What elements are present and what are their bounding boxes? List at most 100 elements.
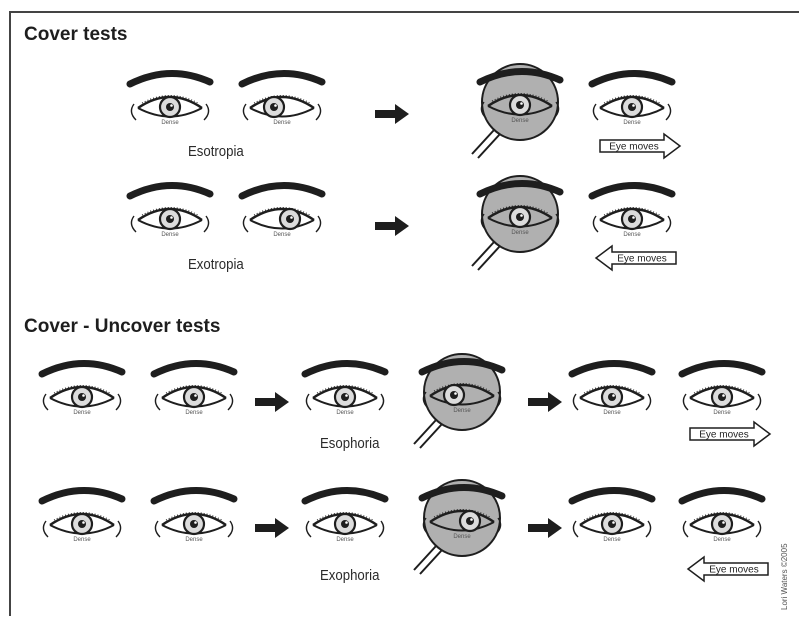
eye-label: Dense — [623, 120, 641, 126]
esophoria-left-eye: Dense — [154, 363, 234, 416]
pupil — [78, 393, 86, 401]
pupil-highlight — [82, 521, 85, 524]
pupil-highlight — [345, 394, 348, 397]
pupil — [166, 215, 174, 223]
pupil — [341, 520, 349, 528]
pupil-highlight — [470, 518, 473, 521]
pupil — [516, 101, 524, 109]
eye-label: Dense — [336, 410, 354, 416]
crease — [204, 216, 209, 232]
crease — [683, 521, 688, 537]
eyebrow — [130, 185, 210, 196]
pupil-highlight — [520, 214, 523, 217]
pupil — [166, 103, 174, 111]
pupil — [341, 393, 349, 401]
eye-label: Dense — [336, 537, 354, 543]
pupil — [628, 215, 636, 223]
crease — [316, 104, 321, 120]
eye-label: Dense — [453, 534, 471, 540]
eye-label: Dense — [511, 230, 529, 236]
pupil — [608, 393, 616, 401]
crease — [683, 394, 688, 410]
pupil-highlight — [82, 394, 85, 397]
crease — [43, 394, 48, 410]
pupil — [270, 103, 278, 111]
exophoria-arrow-2 — [528, 518, 562, 538]
crease — [228, 394, 233, 410]
occluder-handle — [420, 424, 442, 448]
crease — [131, 216, 136, 232]
crease — [666, 104, 671, 120]
eye-label: Dense — [73, 537, 91, 543]
crease — [243, 216, 248, 232]
pupil-highlight — [722, 394, 725, 397]
crease — [593, 104, 598, 120]
eye-label: Dense — [453, 408, 471, 414]
pupil — [608, 520, 616, 528]
pupil — [190, 393, 198, 401]
esophoria-right-eye-after: Dense — [572, 363, 652, 416]
crease — [306, 394, 311, 410]
crease — [43, 521, 48, 537]
eye-label: Dense — [185, 537, 203, 543]
crease — [243, 104, 248, 120]
pupil-highlight — [454, 392, 457, 395]
pupil-highlight — [520, 102, 523, 105]
pupil-highlight — [345, 521, 348, 524]
occluder-handle — [414, 420, 436, 444]
eyebrow — [592, 73, 672, 84]
pupil-highlight — [194, 521, 197, 524]
exophoria-left-eye: Dense — [154, 490, 234, 543]
eyebrow — [682, 363, 762, 374]
esotropia-uncovered-eye: Dense — [592, 73, 672, 126]
exophoria-right-eye: Dense — [42, 490, 122, 543]
esophoria-arrow-2 — [528, 392, 562, 412]
eye-label: Dense — [713, 410, 731, 416]
crease — [131, 104, 136, 120]
crease — [573, 521, 578, 537]
crease — [593, 216, 598, 232]
crease — [379, 394, 384, 410]
pupil-highlight — [612, 521, 615, 524]
eye-label: Dense — [623, 232, 641, 238]
eyebrow — [305, 363, 385, 374]
exophoria-eye-moves-left: Eye moves — [688, 557, 768, 581]
pupil-highlight — [274, 104, 277, 107]
occluder-handle — [478, 134, 500, 158]
eyebrow — [592, 185, 672, 196]
eye-moves-label: Eye moves — [699, 430, 748, 441]
esotropia-transition-arrow — [375, 104, 409, 124]
pupil — [78, 520, 86, 528]
esophoria-eye-moves-right: Eye moves — [690, 422, 770, 446]
pupil — [190, 520, 198, 528]
esophoria-arrow-1 — [255, 392, 289, 412]
pupil-highlight — [170, 216, 173, 219]
crease — [204, 104, 209, 120]
eyebrow — [242, 185, 322, 196]
eyebrow — [572, 490, 652, 501]
eyebrow — [42, 363, 122, 374]
eye-label: Dense — [511, 118, 529, 124]
crease — [306, 521, 311, 537]
eyebrow — [42, 490, 122, 501]
esotropia-eye-moves-right: Eye moves — [600, 134, 680, 158]
eye-label: Dense — [603, 410, 621, 416]
eyebrow — [154, 490, 234, 501]
pupil — [450, 391, 458, 399]
eyebrow — [242, 73, 322, 84]
pupil-highlight — [632, 216, 635, 219]
pupil-highlight — [290, 216, 293, 219]
exotropia-right-eye: Dense — [130, 185, 210, 238]
eye-label: Dense — [73, 410, 91, 416]
eye-moves-label: Eye moves — [617, 254, 666, 265]
eye-label: Dense — [713, 537, 731, 543]
pupil — [286, 215, 294, 223]
esophoria-left-eye-after: Dense — [682, 363, 762, 416]
eyebrow — [154, 363, 234, 374]
eyebrow — [305, 490, 385, 501]
esophoria-straight-eye: Dense — [305, 363, 385, 416]
exophoria-arrow-1 — [255, 518, 289, 538]
esotropia-left-eye-deviated-in: Dense — [242, 73, 322, 126]
crease — [646, 521, 651, 537]
eye-moves-label: Eye moves — [709, 565, 758, 576]
